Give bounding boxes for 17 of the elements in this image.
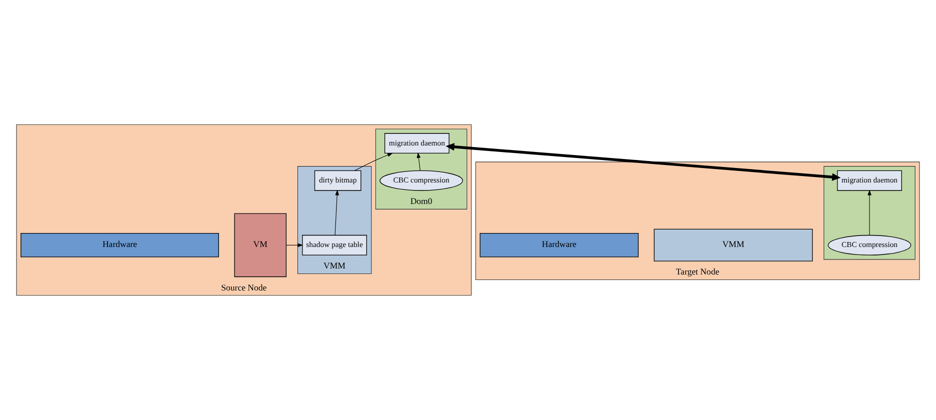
node-ellipse: CBC compression — [828, 234, 912, 256]
arrow — [446, 143, 841, 181]
node-box: migration daemon — [837, 170, 902, 191]
arrow — [334, 190, 340, 236]
node-box: shadow page table — [302, 234, 367, 256]
arrow — [416, 152, 421, 171]
arrow — [354, 152, 393, 171]
node-ellipse: CBC compression — [380, 170, 463, 191]
node-box: dirty bitmap — [314, 170, 362, 191]
node-box: VMM — [654, 228, 813, 262]
node-box: migration daemon — [384, 133, 450, 154]
arrow — [868, 190, 872, 236]
node-box: VM — [234, 213, 287, 278]
cluster — [824, 166, 916, 260]
arrow — [286, 243, 304, 248]
node-box: Hardware — [480, 233, 639, 258]
node-box: Hardware — [20, 233, 219, 258]
